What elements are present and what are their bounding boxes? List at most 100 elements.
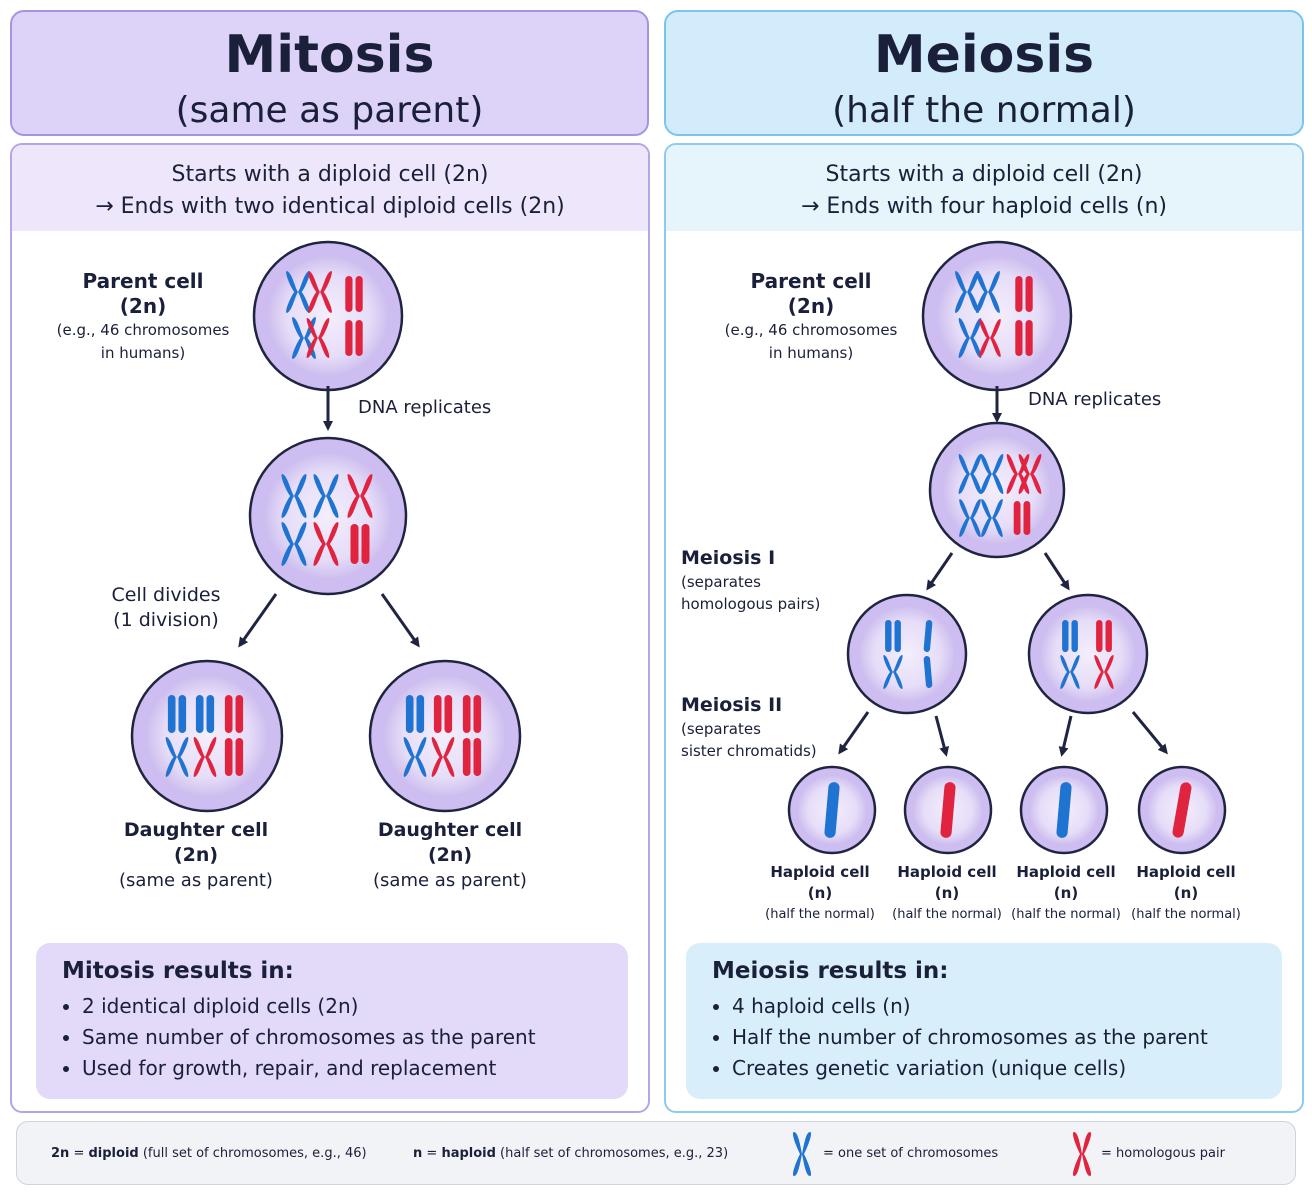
chromatid (405, 695, 414, 733)
legend-haploid-term: n (413, 1146, 423, 1161)
mitosis-parent-label: Parent cell (82, 269, 204, 293)
haploid-ploidy: (n) (1053, 884, 1079, 902)
haploid-note: (half the normal) (1011, 907, 1121, 922)
meiosis-summary-band: Starts with a diploid cell (2n) → Ends w… (666, 145, 1302, 231)
chromatid (1025, 320, 1033, 356)
meiosis-parent-note2: in humans) (768, 344, 854, 362)
meiosis-1-title: Meiosis I (681, 547, 776, 569)
chromatid (824, 782, 840, 838)
chromatid (1013, 501, 1021, 535)
chromosome-x (980, 454, 1004, 494)
chromosome-x (955, 271, 979, 313)
mitosis-header: Mitosis (same as parent) (10, 10, 649, 136)
chromatid (1015, 276, 1023, 312)
meiosis-2-arrow-4 (1131, 711, 1168, 755)
chromosome-x (1018, 454, 1042, 494)
mitosis-replicated-cell (248, 436, 408, 596)
chromosome-x (286, 271, 310, 313)
haploid-ploidy: (n) (934, 884, 960, 902)
chromatid (1062, 620, 1069, 652)
meiosis-1-note2: homologous pairs) (681, 595, 821, 613)
meiosis-1-cell-left (846, 593, 968, 715)
haploid-ploidy: (n) (807, 884, 833, 902)
chromatid (416, 695, 425, 733)
list-item: Creates genetic variation (unique cells) (732, 1053, 1256, 1084)
haploid-note: (half the normal) (1131, 907, 1241, 922)
chromosome-x (165, 737, 189, 777)
chromatid (355, 276, 363, 312)
chromatid (885, 620, 892, 652)
chromatid (473, 695, 482, 733)
legend: 2n = diploid (full set of chromosomes, e… (16, 1121, 1296, 1185)
chromatid (473, 738, 482, 776)
list-item: Same number of chromosomes as the parent (82, 1022, 602, 1053)
chromatid (167, 695, 176, 733)
meiosis-2-note1: (separates (681, 720, 761, 738)
chromatid (1105, 620, 1112, 652)
list-item: Used for growth, repair, and replacement (82, 1053, 602, 1084)
haploid-label-1: Haploid cell (n) (half the normal) (760, 862, 880, 926)
chromatid (462, 695, 471, 733)
chromosome-x (1060, 655, 1080, 689)
meiosis-1-label-group: Meiosis I (separates homologous pairs) (681, 546, 820, 615)
list-item: 4 haploid cells (n) (732, 991, 1256, 1022)
chromatid (235, 738, 244, 776)
chromosome-x (976, 271, 1000, 313)
legend-haploid: n = haploid (half set of chromosomes, e.… (413, 1146, 728, 1161)
chromatid (923, 620, 933, 652)
chromosome-x (313, 474, 339, 518)
chromosome-x (883, 655, 903, 689)
chromatid (444, 695, 453, 733)
mitosis-daughter-label-1: Daughter cell (2n) (same as parent) (100, 818, 292, 894)
chromosome-x (958, 318, 982, 358)
chromatid (1015, 320, 1023, 356)
chromatid (206, 695, 215, 733)
meiosis-replicated-cell (928, 421, 1066, 559)
chromosome-x (193, 737, 217, 777)
daughter-note: (same as parent) (119, 870, 273, 891)
meiosis-start-text: Starts with a diploid cell (2n) (825, 162, 1143, 187)
chromatid (224, 738, 233, 776)
haploid-label-3: Haploid cell (n) (half the normal) (1006, 862, 1126, 926)
chromatid (1071, 620, 1078, 652)
chromosome-x (306, 318, 330, 358)
chromosome-x (313, 522, 339, 566)
chromatid (224, 695, 233, 733)
mitosis-title: Mitosis (224, 25, 435, 85)
mitosis-results-box: Mitosis results in: 2 identical diploid … (36, 943, 628, 1099)
legend-diploid: 2n = diploid (full set of chromosomes, e… (51, 1146, 367, 1161)
meiosis-parent-cell (921, 240, 1073, 392)
meiosis-end-text: → Ends with four haploid cells (n) (801, 194, 1167, 219)
meiosis-parent-note1: (e.g., 46 chromosomes (724, 321, 898, 339)
meiosis-2-label-group: Meiosis II (separates sister chromatids) (681, 693, 817, 762)
chromosome-x (403, 737, 427, 777)
chromatid (1172, 782, 1192, 838)
chromosome-x (981, 499, 1003, 537)
chromatid (361, 524, 370, 564)
chromosome-x (281, 522, 307, 566)
chromosome-x (979, 319, 1001, 357)
meiosis-parent-label: Parent cell (750, 269, 872, 293)
chromatid (355, 320, 363, 356)
chromosome-x (958, 454, 982, 494)
chromosome-x (347, 474, 373, 518)
legend-haploid-eq: = (422, 1146, 442, 1161)
haploid-cell-4 (1137, 765, 1227, 855)
meiosis-dna-label: DNA replicates (1028, 389, 1162, 410)
legend-blue-desc: = one set of chromosomes (823, 1146, 999, 1161)
chromatid (894, 620, 901, 652)
haploid-cell-1 (787, 765, 877, 855)
legend-diploid-word: diploid (88, 1146, 139, 1161)
legend-diploid-desc: (full set of chromosomes, e.g., 46) (138, 1146, 367, 1161)
chromatid (345, 320, 353, 356)
legend-diploid-term: 2n (51, 1146, 70, 1161)
haploid-label: Haploid cell (770, 863, 870, 881)
meiosis-2-arrow-3 (1058, 715, 1073, 757)
chromatid (1096, 620, 1103, 652)
meiosis-parent-ploidy: (2n) (787, 294, 835, 318)
haploid-label-2: Haploid cell (n) (half the normal) (887, 862, 1007, 926)
chromatid (1023, 501, 1031, 535)
haploid-note: (half the normal) (765, 907, 875, 922)
haploid-note: (half the normal) (892, 907, 1002, 922)
daughter-ploidy: (2n) (427, 844, 473, 866)
